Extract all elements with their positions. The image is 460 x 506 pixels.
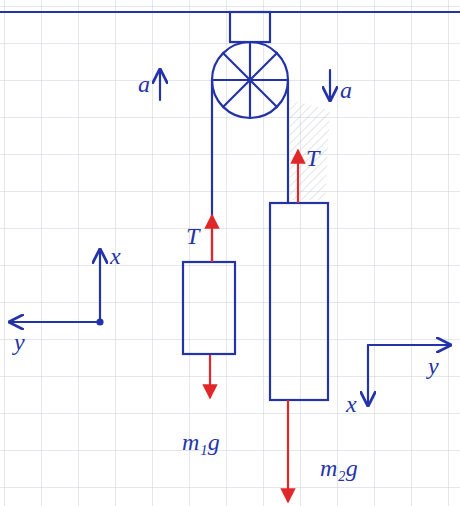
pulley-mount bbox=[230, 12, 270, 42]
acceleration-label: a bbox=[138, 72, 150, 96]
pulley-spokes bbox=[212, 42, 288, 118]
shading bbox=[290, 100, 330, 200]
pulley bbox=[212, 42, 288, 118]
acceleration-arrow bbox=[329, 70, 331, 100]
weight-label: m₁g bbox=[182, 430, 220, 454]
tension-label: T bbox=[306, 146, 319, 170]
acceleration-arrow bbox=[159, 70, 161, 100]
axis-label: x bbox=[346, 392, 357, 416]
weight-label: m₂g bbox=[320, 456, 358, 480]
axis-x bbox=[367, 345, 369, 405]
axis-y bbox=[368, 344, 450, 346]
axis-label: x bbox=[110, 244, 121, 268]
weight-arrow bbox=[209, 355, 211, 398]
tension-arrow bbox=[297, 150, 299, 203]
rope-right bbox=[287, 80, 289, 203]
tension-label: T bbox=[186, 224, 199, 248]
axis-label: y bbox=[428, 354, 439, 378]
tension-arrow bbox=[211, 215, 213, 262]
weight-arrow bbox=[287, 400, 289, 502]
rope-left bbox=[211, 80, 213, 262]
axis-x bbox=[99, 250, 101, 322]
origin-dot bbox=[98, 320, 103, 325]
acceleration-label: a bbox=[340, 78, 352, 102]
mass-1 bbox=[183, 262, 235, 354]
axis-y bbox=[10, 321, 100, 323]
mass-2 bbox=[270, 203, 328, 400]
axis-label: y bbox=[14, 330, 25, 354]
